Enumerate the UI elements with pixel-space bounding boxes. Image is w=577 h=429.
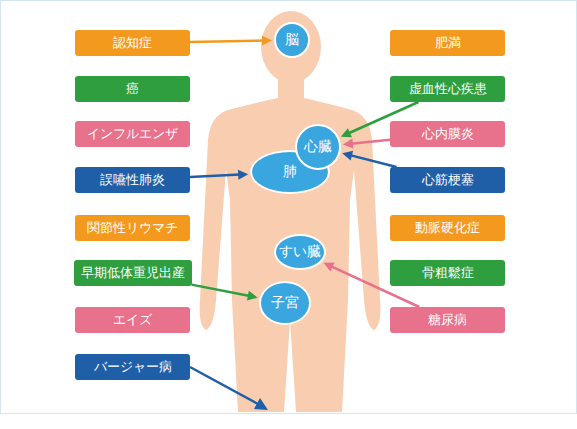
node-label: 骨粗鬆症	[422, 266, 474, 280]
node-label: 誤嚥性肺炎	[100, 173, 165, 187]
arrow-connector	[190, 170, 248, 180]
organ-circle: 脳	[274, 22, 310, 58]
disease-box: 糖尿病	[390, 307, 505, 333]
arrow-connector	[190, 36, 272, 46]
node-label: エイズ	[113, 313, 152, 327]
node-label: 認知症	[113, 36, 152, 50]
connector-line	[190, 41, 264, 42]
disease-box: 心筋梗塞	[390, 167, 505, 193]
node-label: 肥満	[435, 36, 461, 50]
node-label: 心内膜炎	[422, 127, 474, 141]
disease-box: 骨粗鬆症	[390, 260, 505, 286]
node-label: すい臓	[279, 244, 321, 259]
organ-circle: すい臓	[274, 234, 326, 270]
arrow-connector	[343, 139, 390, 149]
body-head	[261, 11, 321, 83]
leader-arrowhead	[254, 398, 268, 410]
node-label: インフルエンザ	[87, 127, 178, 141]
body-silhouette	[200, 78, 381, 412]
arrowhead	[262, 36, 272, 46]
arrow-connector	[192, 285, 258, 301]
disease-box: 早期低体重児出産	[74, 260, 192, 286]
arrowhead	[247, 291, 258, 301]
disease-box: 肥満	[390, 30, 505, 56]
arrowhead	[343, 139, 353, 149]
disease-box: エイズ	[75, 307, 190, 333]
connector-line	[350, 155, 397, 167]
node-label: 虚血性心疾患	[409, 82, 487, 96]
node-label: 早期低体重児出産	[81, 266, 185, 280]
disease-box: バージャー病	[75, 354, 190, 380]
node-label: 心筋梗塞	[422, 173, 474, 187]
node-label: 動脈硬化症	[415, 221, 480, 235]
organ-circle: 心臓	[295, 124, 341, 170]
disease-box: 動脈硬化症	[390, 215, 505, 241]
node-label: 関節性リウマチ	[87, 221, 178, 235]
connector-line	[190, 175, 240, 178]
disease-box: 関節性リウマチ	[75, 215, 190, 241]
arrow-connector	[342, 151, 396, 167]
node-label: 肺	[283, 164, 297, 179]
arrowhead	[341, 128, 352, 137]
node-label: 癌	[126, 82, 139, 96]
frame	[1, 1, 577, 414]
node-label: 心臓	[304, 139, 332, 154]
connector-line	[192, 285, 250, 296]
disease-box: 虚血性心疾患	[390, 76, 505, 102]
node-label: バージャー病	[94, 360, 172, 374]
connector-line	[351, 140, 390, 144]
node-label: 子宮	[271, 295, 299, 310]
node-label: 糖尿病	[428, 313, 467, 327]
arrowhead	[323, 262, 334, 271]
leader-line	[190, 367, 258, 404]
disease-box: 心内膜炎	[390, 121, 505, 147]
arrowhead	[342, 151, 353, 161]
node-label: 脳	[285, 32, 299, 47]
disease-box: 癌	[75, 76, 190, 102]
disease-box: 認知症	[75, 30, 190, 56]
arrowhead	[238, 170, 248, 180]
disease-box: インフルエンザ	[75, 121, 190, 147]
disease-box: 誤嚥性肺炎	[75, 167, 190, 193]
organ-circle: 子宮	[259, 281, 311, 325]
